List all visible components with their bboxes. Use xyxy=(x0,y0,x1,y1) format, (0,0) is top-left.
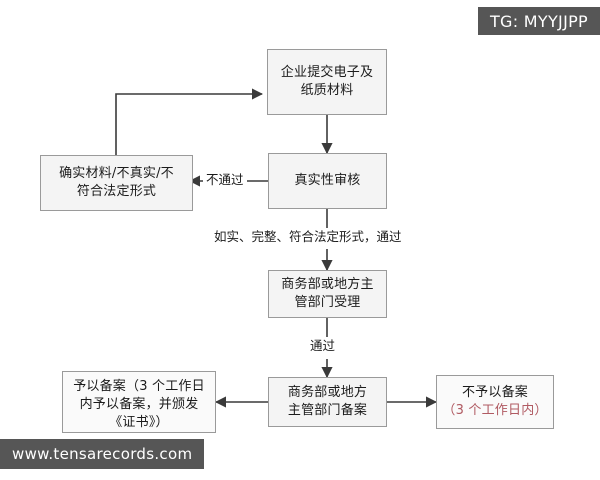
edge-label-pass-detail-text: 如实、完整、符合法定形式，通过 xyxy=(214,229,402,244)
edge-label-pass-detail: 如实、完整、符合法定形式，通过 xyxy=(211,228,405,245)
node-authenticity-review-label: 真实性审核 xyxy=(294,173,361,189)
node-department-filing[interactable]: 商务部或地方 主管部门备案 xyxy=(268,377,387,427)
node-submit-materials[interactable]: 企业提交电子及 纸质材料 xyxy=(267,49,387,115)
node-department-filing-label: 商务部或地方 主管部门备案 xyxy=(287,385,368,418)
node-filing-approved-line1: 予以备案（3 个工作日 xyxy=(73,379,205,394)
tag-banner-text: TG: MYYJJPP xyxy=(489,11,588,31)
node-reject-reason[interactable]: 确实材料/不真实/不 符合法定形式 xyxy=(40,155,193,211)
node-authenticity-review[interactable]: 真实性审核 xyxy=(268,153,387,209)
node-filing-denied-line1: 不予以备案 xyxy=(461,385,528,400)
node-department-acceptance-label: 商务部或地方主 管部门受理 xyxy=(281,277,374,310)
node-filing-denied-line2: （3 个工作日内） xyxy=(442,402,548,418)
watermark-banner: www.tensarecords.com xyxy=(0,439,205,469)
node-reject-reason-label: 确实材料/不真实/不 符合法定形式 xyxy=(59,166,174,199)
edge-label-pass-text: 通过 xyxy=(310,338,336,353)
node-department-acceptance[interactable]: 商务部或地方主 管部门受理 xyxy=(268,270,387,318)
node-filing-approved[interactable]: 予以备案（3 个工作日 内予以备案，并颁发 《证书》） xyxy=(62,371,216,433)
tag-banner: TG: MYYJJPP xyxy=(477,7,600,35)
watermark-text: www.tensarecords.com xyxy=(12,445,193,463)
node-filing-approved-line2: 内予以备案，并颁发 xyxy=(79,396,199,412)
edge-label-fail: 不通过 xyxy=(203,171,247,188)
edge-reject-back-to-submit xyxy=(115,88,264,155)
edge-label-pass: 通过 xyxy=(307,337,339,354)
node-filing-denied[interactable]: 不予以备案 （3 个工作日内） xyxy=(436,375,554,429)
node-submit-materials-label: 企业提交电子及 纸质材料 xyxy=(280,65,374,98)
edge-label-fail-text: 不通过 xyxy=(206,172,244,187)
node-filing-approved-line3: 《证书》） xyxy=(109,414,169,430)
